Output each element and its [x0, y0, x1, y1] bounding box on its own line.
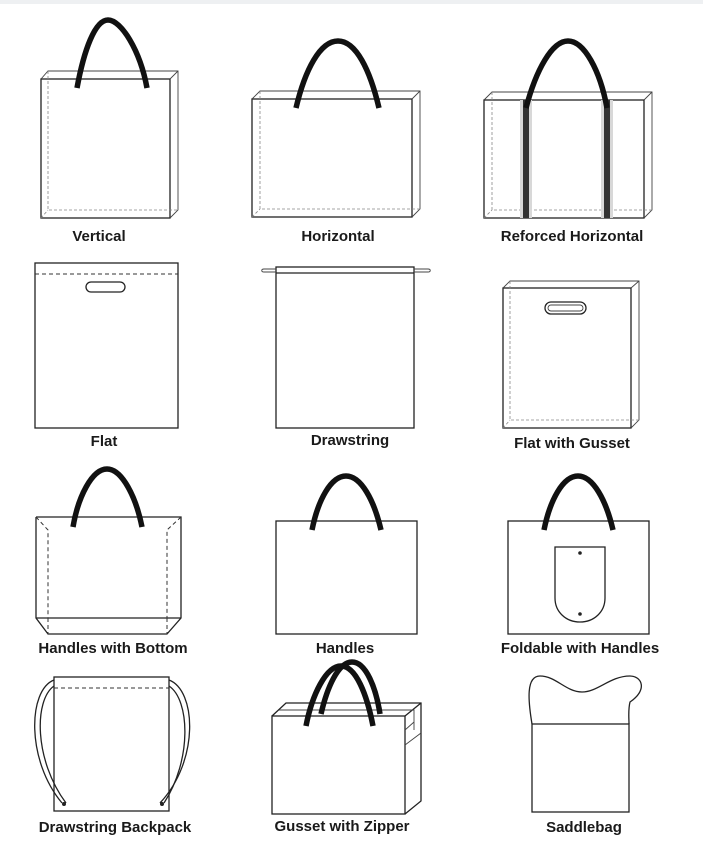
foldable-with-handles-bag — [507, 473, 650, 635]
bag-label-drawstring: Drawstring — [310, 432, 390, 449]
bag-label-handles: Handles — [315, 640, 375, 657]
top-border — [0, 0, 703, 4]
horizontal-bag — [251, 38, 421, 218]
bag-label-gusset-with-zipper: Gusset with Zipper — [274, 818, 410, 835]
bag-label-saddlebag: Saddlebag — [546, 819, 622, 836]
bag-label-drawstring-backpack: Drawstring Backpack — [38, 819, 192, 836]
gusset-with-zipper-bag — [271, 659, 422, 815]
bag-label-handles-with-bottom: Handles with Bottom — [38, 640, 188, 657]
drawstring-backpack-bag — [34, 676, 191, 812]
vertical-bag — [40, 17, 179, 219]
reinforced-horizontal-bag — [483, 38, 653, 219]
bag-label-flat-with-gusset: Flat with Gusset — [514, 435, 630, 452]
drawstring-bag — [261, 266, 431, 429]
bag-label-flat: Flat — [90, 433, 118, 450]
bag-label-horizontal: Horizontal — [301, 228, 375, 245]
flat-bag — [34, 262, 179, 429]
bag-label-reinforced-horizontal: Reforced Horizontal — [500, 228, 644, 245]
flat-with-gusset-bag — [502, 280, 640, 429]
saddlebag-bag — [528, 675, 642, 813]
bag-label-vertical: Vertical — [72, 228, 126, 245]
handles-bag — [275, 473, 418, 635]
handles-with-bottom-bag — [35, 466, 182, 635]
bag-label-foldable-with-handles: Foldable with Handles — [500, 640, 660, 657]
